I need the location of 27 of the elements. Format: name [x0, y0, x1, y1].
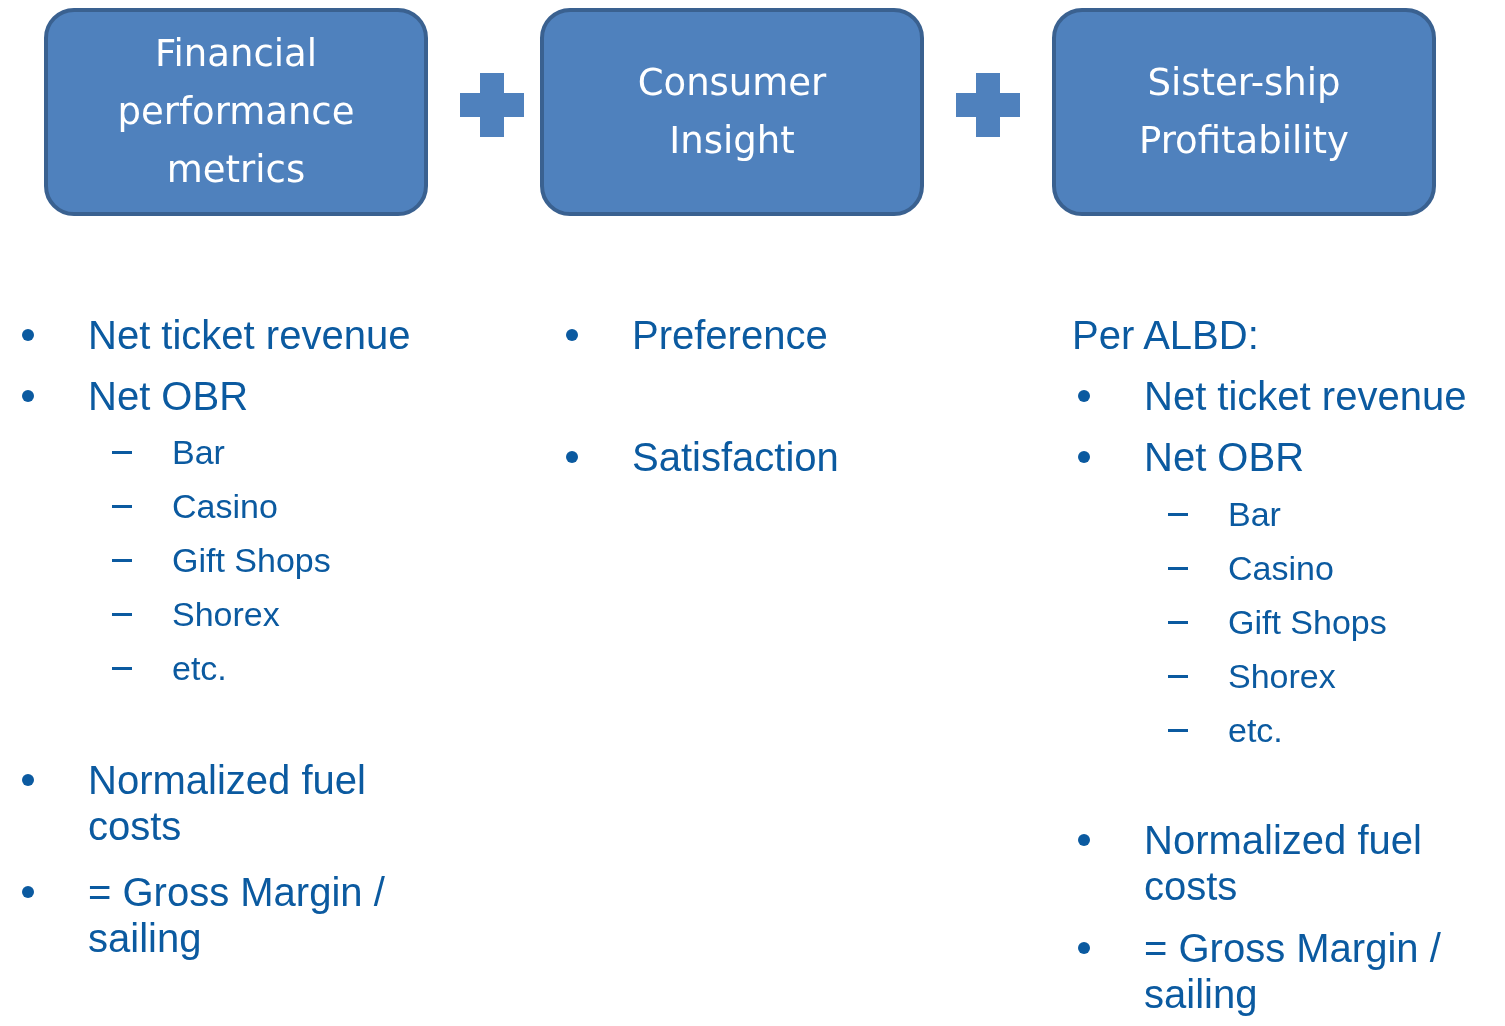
box-title: Sister-ship Profitability	[1138, 60, 1350, 164]
sub-list-item: Bar	[172, 432, 225, 473]
rounded-box	[540, 8, 924, 216]
list-item: = Gross Margin / sailing	[88, 869, 386, 961]
list-item: = Gross Margin / sailing	[1144, 925, 1442, 1017]
sub-list-item: Bar	[1228, 494, 1281, 535]
list-item: Preference	[632, 312, 828, 358]
rounded-box	[44, 8, 428, 216]
list-item: Normalized fuel costs	[1144, 817, 1423, 909]
sub-list-item: Gift Shops	[1228, 602, 1387, 643]
list-item: Satisfaction	[632, 434, 839, 480]
sub-list-item: Casino	[1228, 548, 1334, 589]
sub-list-item: Shorex	[172, 594, 280, 635]
sub-list-item: etc.	[1228, 710, 1283, 751]
sub-list-item: etc.	[172, 648, 227, 689]
list-item: Net ticket revenue	[88, 312, 411, 358]
list-item: Net OBR	[1144, 434, 1305, 480]
list-item: Normalized fuel costs	[88, 757, 367, 849]
box-title: Consumer Insight	[636, 60, 828, 164]
sub-list-item: Casino	[172, 486, 278, 527]
box-title: Financial performance metrics	[116, 31, 356, 193]
rounded-box	[1052, 8, 1436, 216]
list-item: Net OBR	[88, 373, 249, 419]
list-item: Net ticket revenue	[1144, 373, 1467, 419]
sub-list-item: Gift Shops	[172, 540, 331, 581]
sub-list-item: Shorex	[1228, 656, 1336, 697]
list-heading: Per ALBD:	[1072, 312, 1259, 358]
